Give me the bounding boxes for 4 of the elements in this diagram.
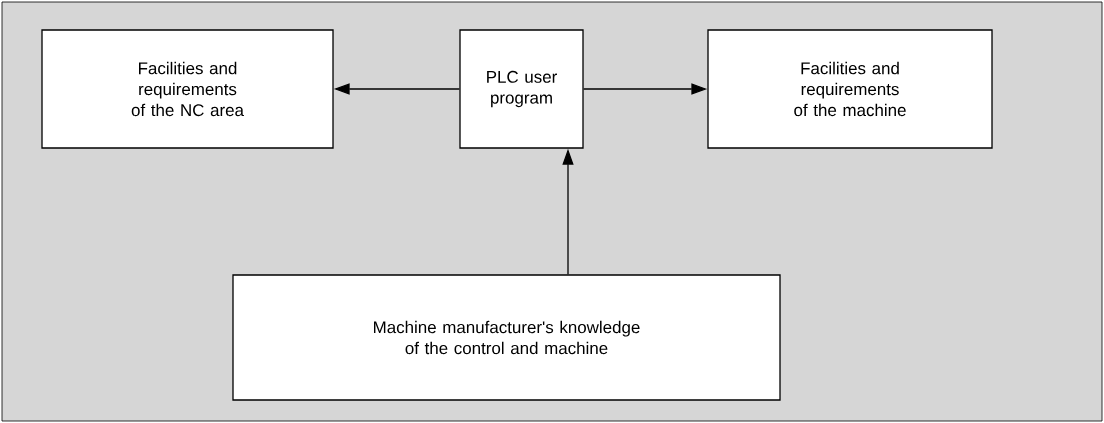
text-box: PLC user program [459,29,584,149]
text-box: Facilities and requirements of the NC area [41,29,334,149]
text-box: Machine manufacturer's knowledge of the control and machine [232,274,781,401]
text-box: Facilities and requirements of the machine [707,29,993,149]
